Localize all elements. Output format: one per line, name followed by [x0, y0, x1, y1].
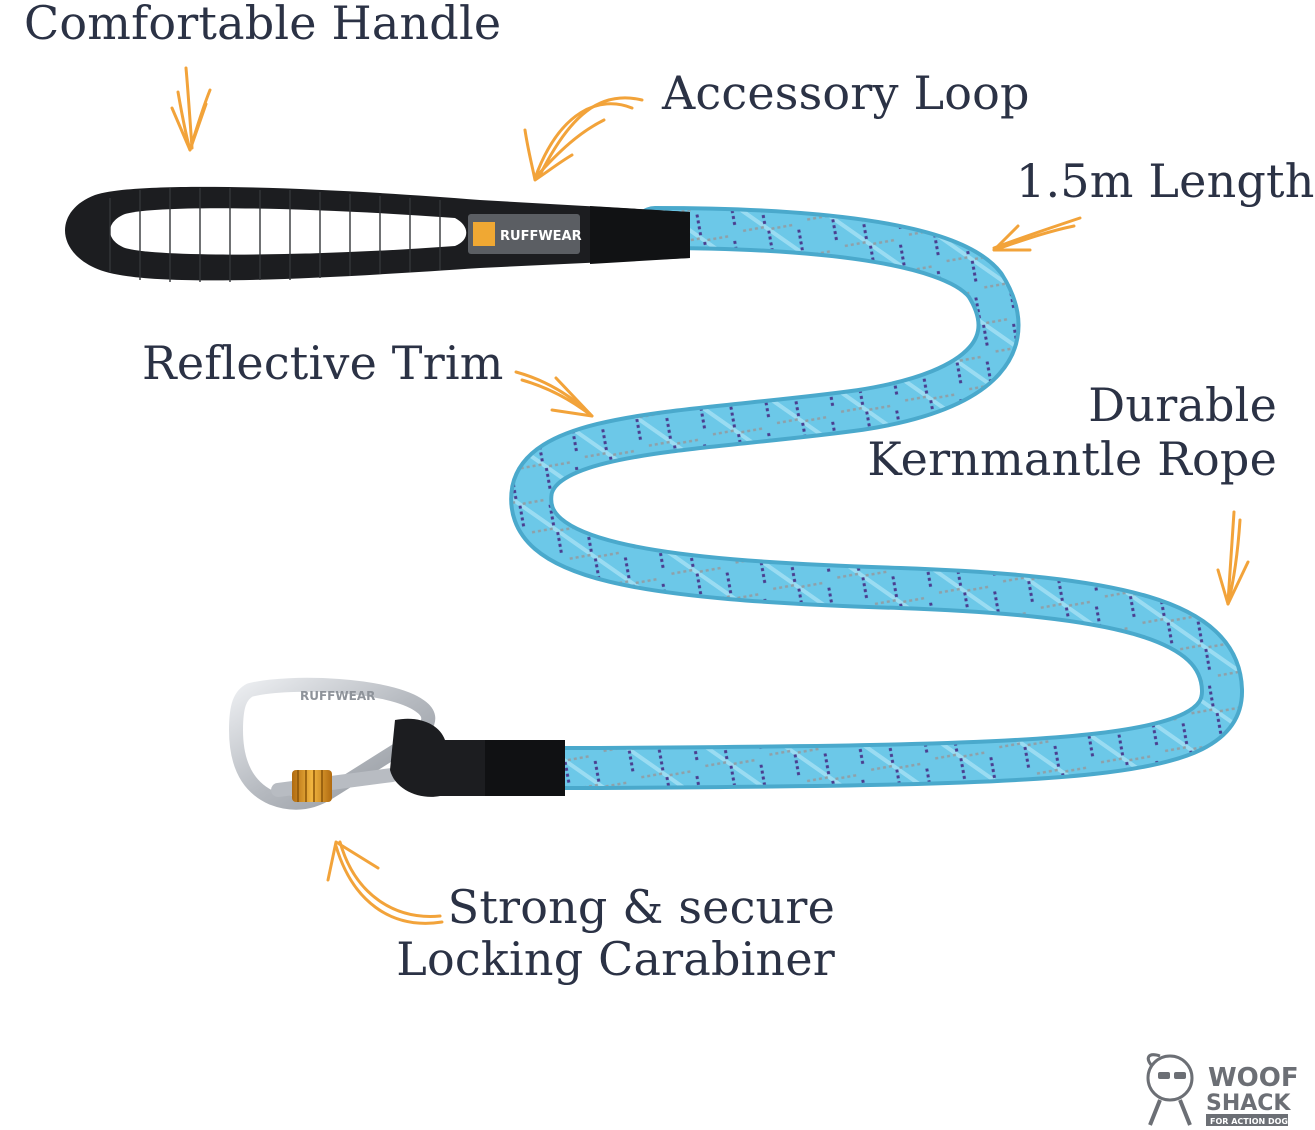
label-durable-line1: Durable: [1088, 378, 1277, 432]
label-durable-line2: Kernmantle Rope: [867, 432, 1277, 486]
kernmantle-rope: [509, 206, 1244, 790]
woof-shack-logo: WOOF SHACK FOR ACTION DOGS: [1146, 1053, 1299, 1126]
arrow-comfortable-handle: [170, 66, 212, 152]
handle-brand-text: RUFFWEAR: [500, 229, 582, 244]
dog-with-sunglasses-icon: [1146, 1053, 1194, 1126]
label-length: 1.5m Length: [1016, 154, 1315, 208]
arrow-length: [992, 216, 1082, 252]
logo-word-shack: SHACK: [1206, 1091, 1291, 1116]
arrow-reflective-trim: [514, 370, 594, 418]
label-comfortable-handle: Comfortable Handle: [24, 0, 502, 50]
arrow-durable-rope: [1216, 510, 1250, 606]
locking-carabiner: RUFFWEAR: [229, 677, 565, 810]
logo-tagline: FOR ACTION DOGS: [1210, 1117, 1294, 1126]
logo-word-woof: WOOF: [1208, 1063, 1299, 1093]
arrow-carabiner: [326, 840, 444, 925]
carabiner-engraving: RUFFWEAR: [300, 689, 375, 703]
label-accessory-loop: Accessory Loop: [662, 66, 1030, 120]
arrow-accessory-loop: [523, 96, 644, 182]
label-carabiner-line2: Locking Carabiner: [396, 932, 835, 986]
padded-handle: RUFFWEAR: [65, 186, 690, 282]
label-reflective-trim: Reflective Trim: [142, 336, 504, 390]
label-carabiner-line1: Strong & secure: [447, 880, 835, 934]
brand-tag: [468, 214, 580, 254]
